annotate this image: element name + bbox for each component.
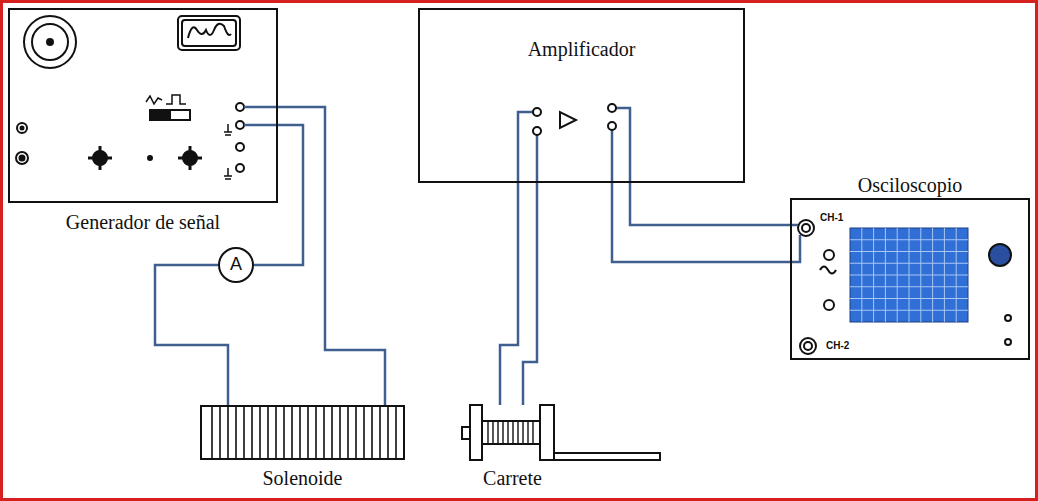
generator-terminal-wire bbox=[244, 106, 278, 109]
generator-terminal-wire bbox=[244, 124, 278, 127]
node-text-line: A bbox=[218, 253, 254, 276]
node-text-line: Solenoide bbox=[200, 467, 405, 490]
node-label: Amplificador bbox=[528, 38, 636, 61]
generator-controls bbox=[146, 96, 162, 104]
generator-terminal-wire bbox=[244, 107, 278, 125]
coil-spool bbox=[462, 427, 470, 439]
generator-controls bbox=[20, 156, 25, 161]
generator-controls bbox=[150, 110, 190, 120]
oscilloscope-controls bbox=[804, 342, 812, 350]
generator-controls bbox=[47, 39, 53, 45]
generator-controls bbox=[150, 110, 170, 120]
coil-spool-outline bbox=[470, 405, 560, 460]
oscilloscope-screen bbox=[850, 228, 968, 322]
generator-controls bbox=[88, 146, 112, 170]
oscilloscope-screen bbox=[850, 228, 968, 322]
generator-controls bbox=[16, 16, 244, 179]
generator-controls bbox=[148, 156, 152, 160]
channel-label: CH-2 bbox=[826, 340, 849, 352]
generator-controls bbox=[236, 143, 244, 151]
amplifier-terminal bbox=[533, 108, 541, 116]
channel-label: CH-1 bbox=[820, 212, 843, 224]
solenoid-coil bbox=[212, 405, 396, 460]
node-label: Generador de señal bbox=[66, 211, 220, 234]
oscilloscope-controls bbox=[1005, 339, 1011, 345]
node-text-line: Amplificador bbox=[418, 38, 745, 61]
solenoid: Solenoide bbox=[200, 405, 405, 495]
amplifier-terminal bbox=[608, 104, 616, 112]
generator-controls bbox=[178, 146, 202, 170]
wire bbox=[500, 183, 518, 405]
coil-spool bbox=[470, 405, 482, 460]
wire bbox=[254, 125, 303, 265]
amplifier-terminal bbox=[533, 127, 541, 135]
node-label: A bbox=[230, 253, 242, 276]
solenoid-coil bbox=[212, 405, 396, 460]
wire bbox=[155, 265, 228, 405]
generator-controls bbox=[224, 124, 232, 135]
generator-controls bbox=[236, 103, 244, 111]
amplifier-terminal-wire bbox=[616, 108, 630, 183]
oscilloscope-controls bbox=[824, 300, 834, 310]
node-text-line: Generador de señal bbox=[8, 211, 278, 234]
solenoid-outline bbox=[200, 405, 405, 460]
wire bbox=[612, 183, 790, 262]
oscilloscope-controls bbox=[989, 244, 1011, 266]
wire bbox=[523, 183, 537, 405]
generator-controls bbox=[166, 95, 186, 104]
coil-spool bbox=[482, 421, 540, 444]
amplifier-terminal-wire bbox=[518, 108, 630, 183]
amplifier-terminal-wire bbox=[536, 135, 539, 183]
generator-controls bbox=[16, 152, 28, 164]
oscilloscope-screen bbox=[850, 228, 968, 322]
coil-spool: Carrete bbox=[465, 405, 560, 495]
generator-controls bbox=[32, 24, 68, 60]
amplifier-terminal bbox=[533, 104, 616, 135]
amplifier-symbol bbox=[560, 112, 576, 128]
coil-spool bbox=[462, 405, 660, 460]
amplifier-terminal bbox=[608, 122, 616, 130]
node-text-line: Osciloscopio bbox=[790, 174, 1030, 197]
generator-controls bbox=[24, 16, 76, 68]
generator-controls bbox=[188, 24, 231, 38]
generator-controls bbox=[182, 20, 236, 46]
coil-spool bbox=[540, 405, 554, 460]
amplifier-terminal-wire bbox=[518, 112, 533, 183]
oscilloscope-controls bbox=[1005, 315, 1011, 321]
signal-generator: Generador de señal bbox=[8, 8, 278, 240]
oscilloscope-controls bbox=[798, 220, 814, 236]
generator-controls bbox=[178, 16, 240, 50]
generator-controls bbox=[21, 127, 24, 130]
ammeter: A bbox=[218, 247, 254, 283]
oscilloscope-controls bbox=[800, 338, 816, 354]
node-label: Carrete bbox=[483, 467, 542, 490]
wire bbox=[278, 107, 385, 405]
generator-controls bbox=[224, 168, 232, 179]
signal-generator-outline bbox=[8, 8, 278, 203]
node-label: Osciloscopio bbox=[858, 174, 962, 197]
node-label: Solenoide bbox=[263, 467, 343, 490]
oscilloscope-controls bbox=[802, 224, 810, 232]
oscilloscope-controls bbox=[820, 267, 836, 274]
oscilloscope-controls bbox=[798, 220, 1011, 354]
generator-controls bbox=[17, 123, 27, 133]
node-text-line: Carrete bbox=[465, 467, 560, 490]
generator-controls bbox=[236, 121, 244, 129]
amplifier-box-outline bbox=[418, 8, 745, 183]
oscilloscope-controls bbox=[824, 250, 834, 260]
coil-spool bbox=[488, 421, 533, 444]
amplifier-box: Amplificador bbox=[418, 8, 745, 183]
wire bbox=[630, 183, 790, 225]
coil-spool bbox=[554, 453, 660, 460]
amplifier-terminal-wire bbox=[611, 130, 614, 183]
generator-controls bbox=[236, 164, 244, 172]
oscilloscope: Osciloscopio bbox=[790, 172, 1030, 360]
amplifier-symbol bbox=[560, 112, 576, 128]
